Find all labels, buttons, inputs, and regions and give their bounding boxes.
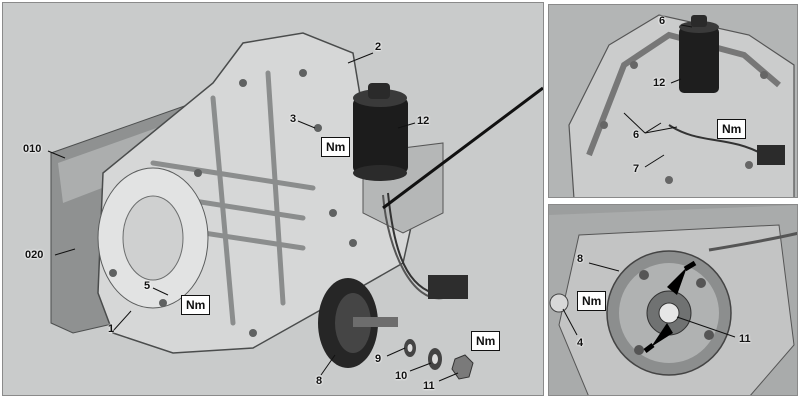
torque-label-nut: Nm bbox=[471, 331, 501, 351]
callout-8: 8 bbox=[316, 375, 323, 387]
callout-020: 020 bbox=[25, 249, 44, 261]
callout-detail-8: 8 bbox=[577, 253, 584, 265]
callout-010: 010 bbox=[23, 143, 42, 155]
transfer-case-illustration bbox=[47, 32, 543, 382]
callout-detail-7: 7 bbox=[633, 163, 640, 175]
callout-3: 3 bbox=[290, 113, 297, 125]
torque-label-flange: Nm bbox=[577, 291, 607, 311]
callout-detail-6: 6 bbox=[633, 129, 640, 141]
callout-9: 9 bbox=[375, 353, 382, 365]
callout-detail-11: 11 bbox=[739, 333, 751, 345]
callout-1: 1 bbox=[108, 323, 115, 335]
flange-detail-view: 8 4 11 Nm bbox=[548, 204, 798, 396]
callout-11: 11 bbox=[423, 380, 435, 392]
callout-detail-4: 4 bbox=[577, 337, 584, 349]
torque-label-motor: Nm bbox=[321, 137, 351, 157]
callout-12: 12 bbox=[417, 115, 430, 127]
torque-label-bolt: Nm bbox=[181, 295, 211, 315]
callout-detail-12: 12 bbox=[653, 77, 666, 89]
callout-detail-6-top: 6 bbox=[659, 15, 666, 27]
torque-label-detail: Nm bbox=[717, 119, 747, 139]
main-assembly-view: 010 020 1 2 3 5 8 9 10 11 12 Nm Nm Nm bbox=[2, 2, 544, 396]
callout-5: 5 bbox=[144, 280, 151, 292]
motor-detail-illustration bbox=[568, 14, 795, 197]
motor-detail-view: 6 12 6 7 Nm bbox=[548, 4, 798, 198]
callout-2: 2 bbox=[375, 41, 382, 53]
flange-detail-illustration bbox=[549, 205, 797, 395]
callout-10: 10 bbox=[395, 370, 408, 382]
